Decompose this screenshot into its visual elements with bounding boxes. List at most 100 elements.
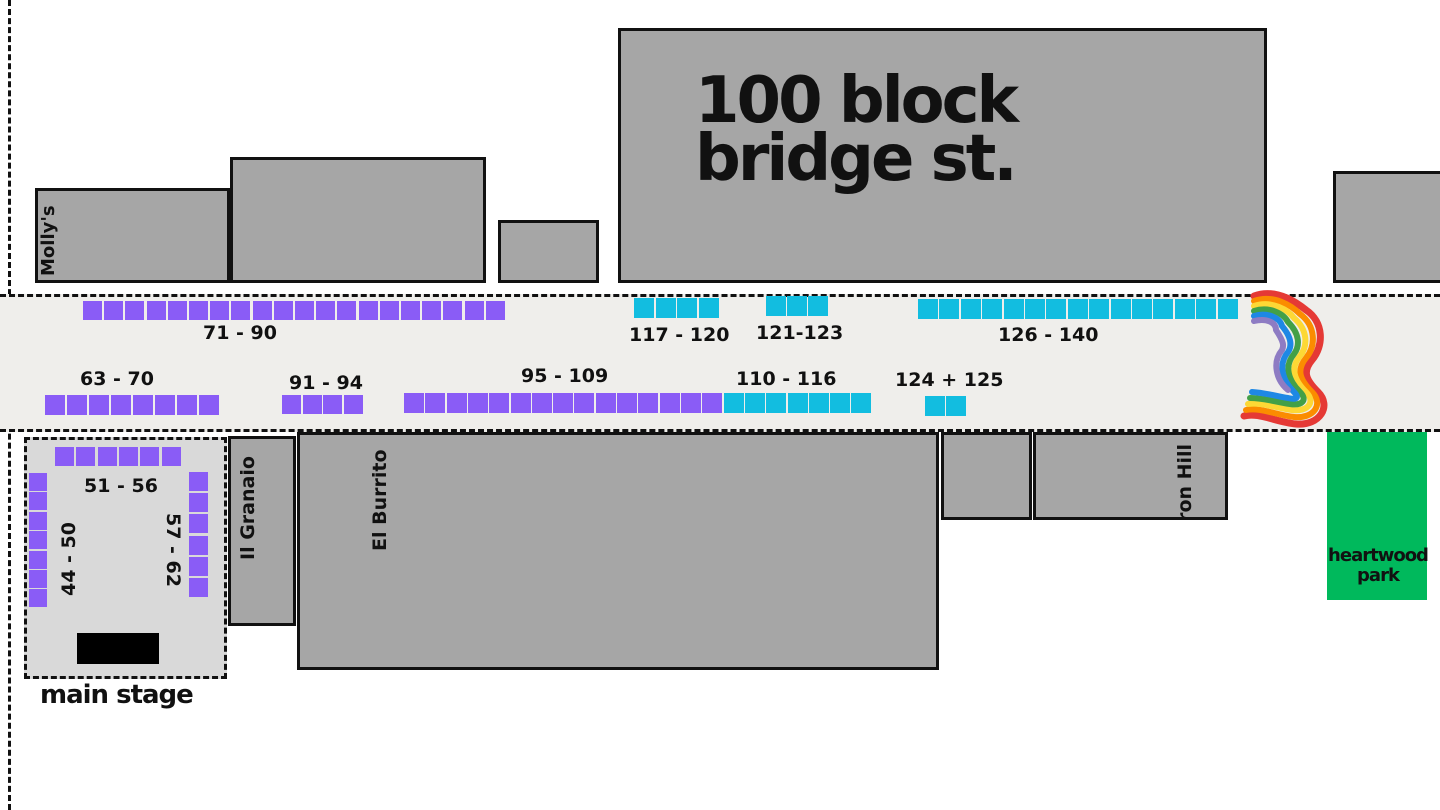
booth-63-70-stall[interactable] — [45, 395, 65, 415]
booth-71-90-stall[interactable] — [231, 301, 251, 320]
building-iron-hill[interactable] — [1033, 432, 1228, 520]
booth-126-140-stall[interactable] — [960, 299, 981, 319]
building-el-burrito[interactable] — [297, 432, 939, 670]
booth-71-90-stall[interactable] — [83, 301, 102, 320]
booth-71-90-stall[interactable] — [337, 301, 357, 320]
booth-95-109-stall[interactable] — [553, 393, 574, 413]
booth-110-116-stall[interactable] — [745, 393, 766, 413]
booth-95-109-stall[interactable] — [446, 393, 467, 413]
building-south-3[interactable] — [941, 432, 1032, 520]
booth-126-140-stall[interactable] — [1089, 299, 1110, 319]
booth-124-125-stall[interactable] — [925, 396, 945, 416]
booth-71-90-stall[interactable] — [167, 301, 187, 320]
booth-110-116-stall[interactable] — [724, 393, 744, 413]
booth-57-62-stall[interactable] — [189, 514, 208, 534]
booth-71-90-stall[interactable] — [422, 301, 442, 320]
booth-126-140-stall[interactable] — [1046, 299, 1067, 319]
booth-95-109-stall[interactable] — [489, 393, 510, 413]
booth-124-125-stall[interactable] — [946, 396, 966, 416]
booth-57-62-stall[interactable] — [189, 578, 208, 597]
booth-110-116-stall[interactable] — [787, 393, 808, 413]
booth-63-70-stall[interactable] — [155, 395, 175, 415]
booth-57-62-stall[interactable] — [189, 556, 208, 576]
booth-63-70-stall[interactable] — [89, 395, 109, 415]
booth-44-50-stall[interactable] — [29, 492, 47, 511]
booth-117-120-stall[interactable] — [634, 298, 654, 318]
booth-126-140-stall[interactable] — [1067, 299, 1088, 319]
booth-121-123-stall[interactable] — [787, 296, 807, 316]
booth-71-90-stall[interactable] — [273, 301, 293, 320]
booth-71-90-stall[interactable] — [464, 301, 484, 320]
booth-95-109-stall[interactable] — [702, 393, 723, 413]
building-il-granaio[interactable] — [228, 436, 296, 626]
building-north-3[interactable] — [498, 220, 599, 283]
booth-117-120-stall[interactable] — [677, 298, 697, 318]
booth-63-70-stall[interactable] — [111, 395, 131, 415]
booth-51-56-stall[interactable] — [76, 447, 96, 466]
booth-91-94-stall[interactable] — [343, 395, 363, 414]
booth-110-116-stall[interactable] — [808, 393, 829, 413]
booth-121-123-stall[interactable] — [808, 296, 828, 316]
booth-126-140-stall[interactable] — [1174, 299, 1195, 319]
building-north-2[interactable] — [230, 157, 486, 283]
booth-71-90-stall[interactable] — [379, 301, 399, 320]
booth-71-90-stall[interactable] — [443, 301, 463, 320]
booth-44-50-stall[interactable] — [29, 511, 47, 530]
booth-95-109-stall[interactable] — [574, 393, 595, 413]
booth-71-90-stall[interactable] — [125, 301, 145, 320]
booth-126-140-stall[interactable] — [939, 299, 960, 319]
booth-63-70-stall[interactable] — [177, 395, 197, 415]
booth-44-50-stall[interactable] — [29, 531, 47, 550]
booth-95-109-stall[interactable] — [425, 393, 446, 413]
booth-44-50-stall[interactable] — [29, 550, 47, 569]
booth-95-109-stall[interactable] — [659, 393, 680, 413]
booth-63-70-stall[interactable] — [67, 395, 87, 415]
booth-126-140-stall[interactable] — [1217, 299, 1238, 319]
building-mollys[interactable] — [35, 188, 230, 283]
booth-71-90-stall[interactable] — [401, 301, 420, 320]
booth-95-109-stall[interactable] — [680, 393, 701, 413]
booth-126-140-stall[interactable] — [1110, 299, 1131, 319]
booth-126-140-stall[interactable] — [1132, 299, 1152, 319]
booth-44-50-stall[interactable] — [29, 473, 47, 491]
booth-110-116-stall[interactable] — [830, 393, 850, 413]
booth-110-116-stall[interactable] — [851, 393, 872, 413]
booth-71-90-stall[interactable] — [252, 301, 272, 320]
booth-71-90-stall[interactable] — [189, 301, 208, 320]
booth-71-90-stall[interactable] — [358, 301, 378, 320]
booth-51-56-stall[interactable] — [118, 447, 138, 466]
booth-91-94-stall[interactable] — [323, 395, 342, 414]
booth-95-109-stall[interactable] — [510, 393, 531, 413]
booth-63-70-stall[interactable] — [199, 395, 219, 415]
booth-44-50-stall[interactable] — [29, 570, 47, 588]
booth-63-70-stall[interactable] — [133, 395, 153, 415]
booth-117-120-stall[interactable] — [655, 298, 676, 318]
booth-126-140-stall[interactable] — [1003, 299, 1024, 319]
booth-71-90-stall[interactable] — [316, 301, 336, 320]
booth-57-62-stall[interactable] — [189, 535, 208, 555]
booth-95-109-stall[interactable] — [404, 393, 424, 413]
booth-71-90-stall[interactable] — [146, 301, 166, 320]
booth-71-90-stall[interactable] — [210, 301, 230, 320]
booth-95-109-stall[interactable] — [638, 393, 659, 413]
building-100-block[interactable] — [618, 28, 1267, 283]
booth-95-109-stall[interactable] — [617, 393, 637, 413]
booth-71-90-stall[interactable] — [485, 301, 505, 320]
booth-57-62-stall[interactable] — [189, 472, 208, 491]
booth-126-140-stall[interactable] — [982, 299, 1003, 319]
booth-121-123-stall[interactable] — [766, 296, 786, 316]
booth-126-140-stall[interactable] — [918, 299, 938, 319]
booth-51-56-stall[interactable] — [55, 447, 74, 466]
booth-110-116-stall[interactable] — [766, 393, 787, 413]
booth-71-90-stall[interactable] — [295, 301, 314, 320]
booth-51-56-stall[interactable] — [161, 447, 181, 466]
booth-126-140-stall[interactable] — [1025, 299, 1045, 319]
booth-126-140-stall[interactable] — [1196, 299, 1217, 319]
booth-95-109-stall[interactable] — [467, 393, 488, 413]
booth-91-94-stall[interactable] — [302, 395, 322, 414]
booth-57-62-stall[interactable] — [189, 493, 208, 513]
booth-51-56-stall[interactable] — [97, 447, 117, 466]
booth-91-94-stall[interactable] — [282, 395, 301, 414]
booth-95-109-stall[interactable] — [595, 393, 616, 413]
booth-117-120-stall[interactable] — [698, 298, 719, 318]
